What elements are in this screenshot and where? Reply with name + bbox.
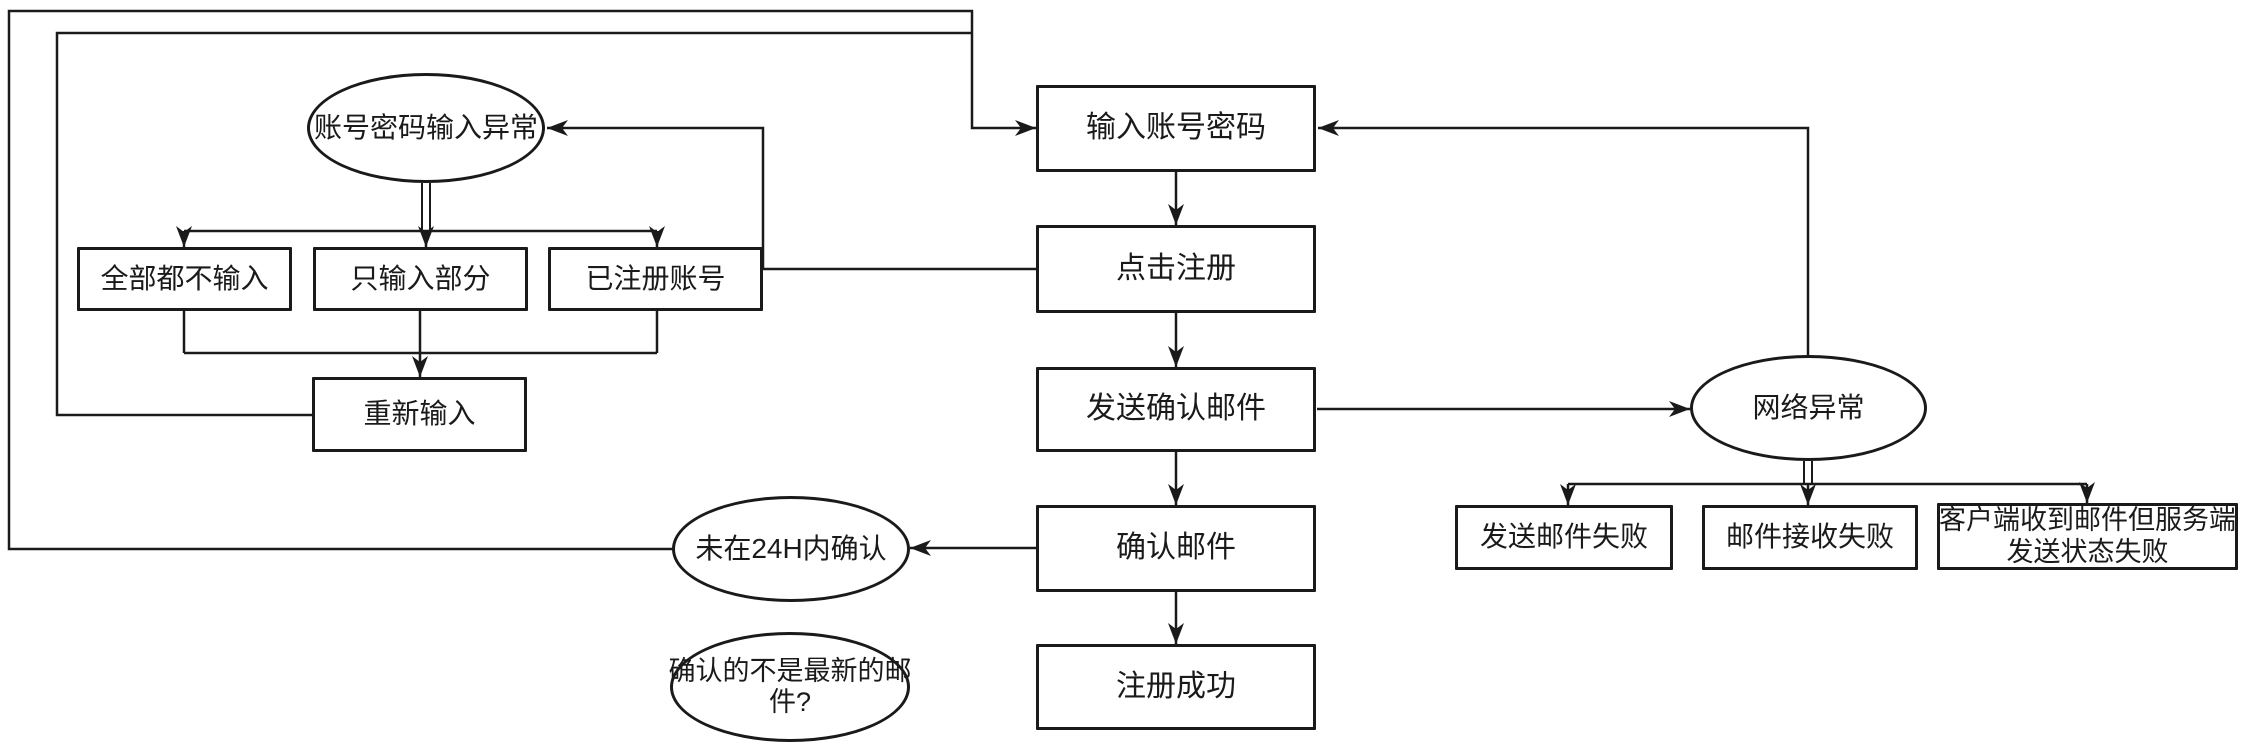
node-send-confirm-email: 发送确认邮件 (1036, 367, 1316, 452)
node-credential-error-ellipse: 账号密码输入异常 (307, 73, 545, 183)
node-none-entered: 全部都不输入 (77, 247, 292, 311)
node-credential-error-label: 账号密码输入异常 (313, 111, 538, 143)
node-client-received-fail: 客户端收到邮件但服务端 发送状态失败 (1937, 503, 2238, 570)
node-email-receive-fail-label: 邮件接收失败 (1725, 521, 1894, 553)
node-confirm-email: 确认邮件 (1036, 505, 1316, 592)
edge-register-to-crederror (547, 120, 1036, 271)
node-none-entered-label: 全部都不输入 (100, 262, 269, 294)
node-register-success-label: 注册成功 (1116, 669, 1236, 703)
node-not-latest-email-ellipse: 确认的不是最新的邮 件? (668, 632, 912, 742)
edge-reenter-loop (55, 31, 972, 417)
node-reenter: 重新输入 (312, 377, 527, 452)
node-send-confirm-email-label: 发送确认邮件 (1086, 392, 1266, 426)
node-input-credentials: 输入账号密码 (1036, 85, 1316, 172)
node-send-email-fail: 发送邮件失败 (1455, 505, 1673, 570)
node-partial-entered: 只输入部分 (313, 247, 528, 311)
node-network-error-label: 网络异常 (1752, 391, 1865, 423)
node-not-confirmed-24h-label: 未在24H内确认 (695, 532, 887, 564)
node-not-confirmed-24h-ellipse: 未在24H内确认 (672, 496, 910, 602)
node-reenter-label: 重新输入 (363, 398, 476, 430)
node-confirm-email-label: 确认邮件 (1116, 531, 1236, 565)
node-already-registered-label: 已注册账号 (585, 262, 726, 294)
node-already-registered: 已注册账号 (548, 247, 763, 311)
node-email-receive-fail: 邮件接收失败 (1702, 505, 1918, 570)
node-not-latest-email-label: 确认的不是最新的邮 件? (668, 655, 912, 717)
edge-network-to-input (1318, 120, 1810, 355)
node-send-email-fail-label: 发送邮件失败 (1479, 521, 1648, 553)
node-network-error-ellipse: 网络异常 (1690, 355, 1927, 461)
node-click-register: 点击注册 (1036, 225, 1316, 313)
node-click-register-label: 点击注册 (1116, 251, 1236, 285)
node-input-credentials-label: 输入账号密码 (1086, 111, 1266, 145)
edge-24h-loop-to-input (7, 9, 1036, 551)
node-client-received-fail-label: 客户端收到邮件但服务端 发送状态失败 (1939, 505, 2236, 567)
node-register-success: 注册成功 (1036, 644, 1316, 730)
node-partial-entered-label: 只输入部分 (350, 262, 491, 294)
